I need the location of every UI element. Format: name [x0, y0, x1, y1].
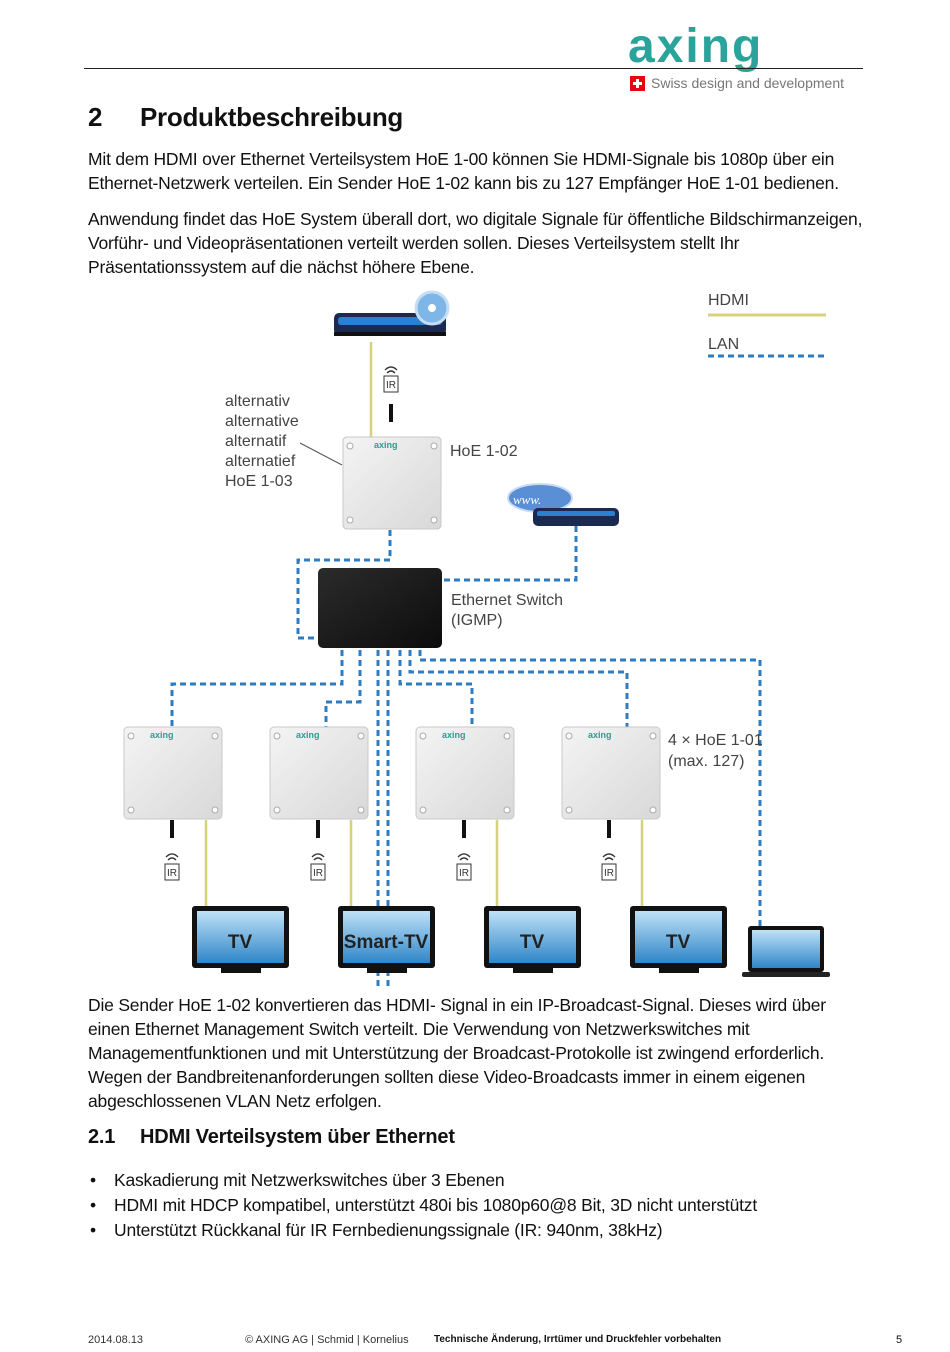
svg-text:TV: TV	[228, 932, 253, 953]
switch-label-2: (IGMP)	[451, 612, 503, 629]
svg-text:alternatief: alternatief	[225, 453, 296, 470]
alternative-labels: alternativ alternative alternatif altern…	[225, 393, 343, 490]
hdmi-lines	[204, 342, 644, 908]
tagline-text: Swiss design and development	[651, 75, 845, 91]
paragraph-3: Die Sender HoE 1-02 konvertieren das HDM…	[88, 995, 826, 1111]
tv-4: TV	[630, 906, 727, 973]
svg-text:alternatif: alternatif	[225, 433, 287, 450]
svg-text:axing: axing	[374, 440, 398, 450]
receiver-1: axing	[123, 726, 223, 820]
svg-text:HoE 1-03: HoE 1-03	[225, 473, 293, 490]
receiver-ir-icons: IR IR IR IR	[164, 820, 617, 881]
network-diagram: HDMI LAN IR alternativ	[123, 290, 830, 990]
tv-2-smart: Smart-TV	[338, 906, 435, 973]
laptop-icon	[742, 926, 830, 977]
paragraph-1: Mit dem HDMI over Ethernet Verteilsystem…	[88, 149, 839, 193]
feature-list: Kaskadierung mit Netzwerkswitches über 3…	[88, 1168, 868, 1243]
svg-text:axing: axing	[296, 730, 320, 740]
ethernet-switch	[318, 568, 442, 648]
footer-date: 2014.08.13	[88, 1334, 144, 1346]
list-item: HDMI mit HDCP kompatibel, unterstützt 48…	[88, 1193, 868, 1218]
footer-copyright: © AXING AG | Schmid | Kornelius	[245, 1334, 409, 1346]
svg-text:IR: IR	[459, 868, 469, 879]
svg-text:Smart-TV: Smart-TV	[344, 932, 429, 953]
router-icon: www.	[507, 483, 619, 526]
svg-text:IR: IR	[386, 380, 396, 391]
receivers-label-2: (max. 127)	[668, 753, 744, 770]
bluray-player-icon	[334, 290, 450, 336]
tagline: Swiss design and development	[630, 75, 844, 91]
svg-text:alternativ: alternativ	[225, 393, 290, 410]
footer-disclaimer: Technische Änderung, Irrtümer und Druckf…	[434, 1334, 722, 1345]
receiver-devices: axing axing axing axing	[123, 726, 661, 820]
header-rule	[84, 68, 863, 69]
legend-hdmi: HDMI	[708, 292, 749, 309]
svg-text:IR: IR	[167, 868, 177, 879]
axing-logo: axing	[628, 22, 763, 72]
svg-text:alternative: alternative	[225, 413, 299, 430]
tv-1: TV	[192, 906, 289, 973]
svg-text:www.: www.	[513, 492, 541, 507]
page-number: 5	[896, 1334, 903, 1346]
receiver-3: axing	[415, 726, 515, 820]
switch-label-1: Ethernet Switch	[451, 592, 563, 609]
svg-text:TV: TV	[666, 932, 691, 953]
svg-text:axing: axing	[150, 730, 174, 740]
swiss-flag-icon	[630, 75, 645, 91]
svg-text:IR: IR	[313, 868, 323, 879]
list-item: Unterstützt Rückkanal für IR Fernbedienu…	[88, 1218, 868, 1243]
list-item: Kaskadierung mit Netzwerkswitches über 3…	[88, 1168, 868, 1193]
ir-receiver-icon: IR	[383, 366, 399, 422]
sender-label: HoE 1-02	[450, 443, 518, 460]
svg-text:axing: axing	[588, 730, 612, 740]
sender-device: axing	[342, 436, 442, 530]
legend-lan: LAN	[708, 336, 739, 353]
svg-text:TV: TV	[520, 932, 545, 953]
tv-3: TV	[484, 906, 581, 973]
svg-text:axing: axing	[628, 22, 763, 72]
paragraph-2: Anwendung findet das HoE System überall …	[88, 209, 863, 277]
receiver-4: axing	[561, 726, 661, 820]
receiver-2: axing	[269, 726, 369, 820]
svg-text:IR: IR	[604, 868, 614, 879]
svg-text:axing: axing	[442, 730, 466, 740]
receivers-label-1: 4 × HoE 1-01	[668, 732, 763, 749]
